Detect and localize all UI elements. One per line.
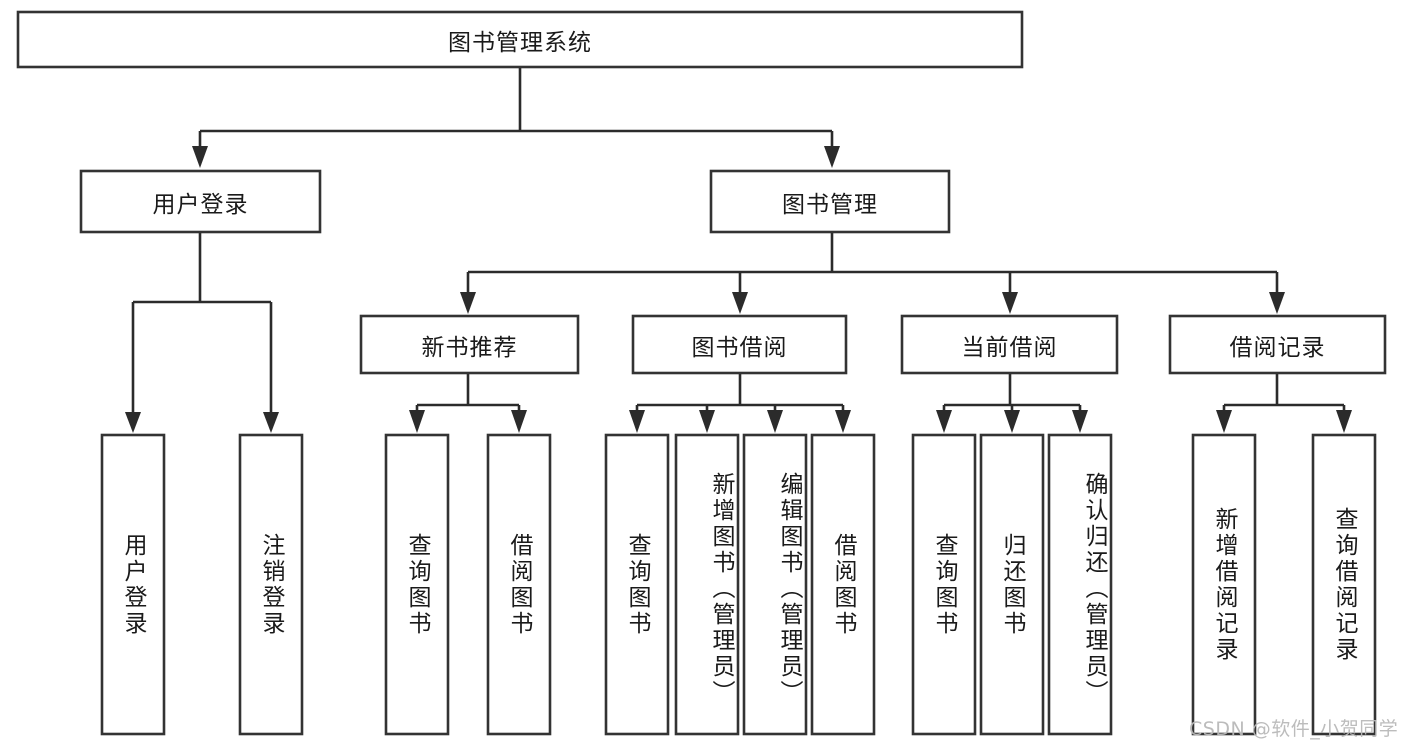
arrowhead-user-leaf-2 bbox=[263, 412, 279, 433]
node-box-leaf-borrow-record-1[interactable] bbox=[1191, 433, 1257, 736]
connector-group-new-book bbox=[409, 373, 527, 433]
node-box-leaf-book-borrow-1[interactable] bbox=[604, 433, 670, 736]
arrowhead-root-to-user bbox=[192, 146, 208, 168]
connector-group-book-manage bbox=[460, 232, 1285, 314]
arrowhead-borrowrecord-leaf-2 bbox=[1336, 410, 1352, 433]
arrowhead-currentborrow-leaf-2 bbox=[1004, 410, 1020, 433]
node-box-user-login[interactable] bbox=[79, 169, 322, 234]
arrowhead-newbook-leaf-2 bbox=[511, 410, 527, 433]
node-box-leaf-current-borrow-2[interactable] bbox=[979, 433, 1045, 736]
arrowhead-book-child-4 bbox=[1269, 292, 1285, 314]
node-box-leaf-book-borrow-3[interactable] bbox=[742, 433, 808, 736]
arrowhead-currentborrow-leaf-1 bbox=[936, 410, 952, 433]
arrowhead-bookborrow-leaf-3 bbox=[767, 410, 783, 433]
node-box-borrow-record[interactable] bbox=[1168, 314, 1387, 375]
node-box-leaf-user-login-1[interactable] bbox=[100, 433, 166, 736]
arrowhead-book-child-1 bbox=[460, 292, 476, 314]
arrowhead-borrowrecord-leaf-1 bbox=[1216, 410, 1232, 433]
connector-group-user-login bbox=[125, 232, 279, 433]
csdn-watermark: CSDN @软件_小贺同学 bbox=[1189, 718, 1399, 740]
node-box-book-borrow[interactable] bbox=[631, 314, 848, 375]
arrowhead-bookborrow-leaf-4 bbox=[835, 410, 851, 433]
arrowhead-bookborrow-leaf-2 bbox=[699, 410, 715, 433]
node-box-leaf-borrow-record-2[interactable] bbox=[1311, 433, 1377, 736]
arrowhead-book-child-3 bbox=[1002, 292, 1018, 314]
arrowhead-user-leaf-1 bbox=[125, 412, 141, 433]
node-box-leaf-book-borrow-4[interactable] bbox=[810, 433, 876, 736]
node-box-leaf-new-book-1[interactable] bbox=[384, 433, 450, 736]
node-box-leaf-new-book-2[interactable] bbox=[486, 433, 552, 736]
node-box-leaf-current-borrow-3[interactable] bbox=[1047, 433, 1113, 736]
node-box-leaf-user-login-2[interactable] bbox=[238, 433, 304, 736]
node-box-leaf-current-borrow-1[interactable] bbox=[911, 433, 977, 736]
arrowhead-root-to-book bbox=[824, 146, 840, 168]
node-box-new-book[interactable] bbox=[359, 314, 580, 375]
node-box-current-borrow[interactable] bbox=[900, 314, 1119, 375]
arrowhead-book-child-2 bbox=[732, 292, 748, 314]
arrowhead-bookborrow-leaf-1 bbox=[629, 410, 645, 433]
connector-group-current-borrow bbox=[936, 373, 1088, 433]
connector-group-book-borrow bbox=[629, 373, 851, 433]
connector-group-root bbox=[192, 67, 840, 168]
connector-group-borrow-record bbox=[1216, 373, 1352, 433]
node-box-leaf-book-borrow-2[interactable] bbox=[674, 433, 740, 736]
arrowhead-currentborrow-leaf-3 bbox=[1072, 410, 1088, 433]
node-box-book-manage[interactable] bbox=[709, 169, 951, 234]
arrowhead-newbook-leaf-1 bbox=[409, 410, 425, 433]
node-box-root[interactable] bbox=[16, 10, 1024, 69]
